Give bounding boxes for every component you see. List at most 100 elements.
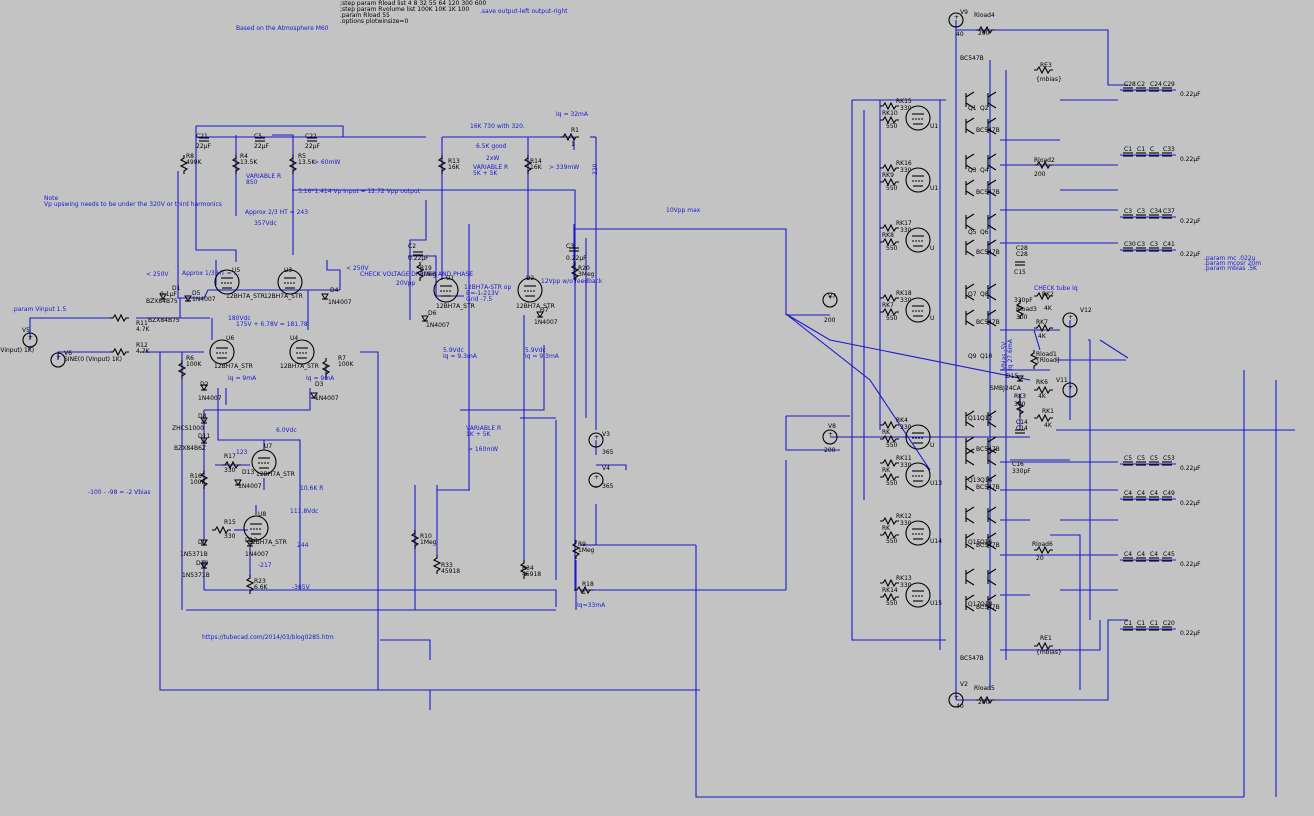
param-right-3: .param mbias .5K [1204,265,1258,272]
r5-resistor [288,155,298,174]
label-re1: RE1 [1040,635,1052,642]
label-r16: R16 [190,473,202,480]
value-rk2: 4K [1044,305,1053,312]
svg-text:+: + [1068,384,1073,391]
label-r17: R17 [224,453,236,460]
rload2-res [1034,160,1053,170]
d5-diode [184,295,192,302]
output-u-7: U14 [930,538,942,545]
n365: -365V [292,584,311,591]
label-v9: V9 [960,9,968,16]
label-rload6: Rload6 [1032,541,1053,548]
value-d13: 1N4007 [238,483,262,490]
output-tube-3 [905,227,931,253]
rk-bot-value-7: 550 [886,538,898,545]
value-v3: 365 [602,449,614,456]
bank-5-value: 0.22µF [1180,465,1201,472]
rk-bot-label-1: RK10 [882,110,898,117]
part-label-6: BC547B [976,484,1000,491]
param-right-1: .param mc .022u [1204,255,1256,262]
rk-bot-2 [880,177,899,187]
rk-top-value-3: 330 [900,227,912,234]
q-label-6: Q6 [980,229,989,236]
rk-top-label-8: RK13 [896,575,912,582]
bank-4-label-4: C41 [1163,241,1175,248]
value-r4: 13.5K [240,159,258,166]
label-rk7: RK7 [1036,319,1048,326]
rload6-res [1034,545,1053,555]
label-d15: D15 [1006,373,1018,380]
q-label-4: Q4 [980,167,989,174]
output-u-2: U1 [930,185,938,192]
rk-bot-value-2: 550 [886,185,898,192]
value-r33: 45918 [441,568,460,575]
label-r4: R4 [240,153,248,160]
vp12: 12Vpp w/o feedback [541,278,603,285]
svg-text:1K + 5K: 1K + 5K [466,431,491,438]
directive-4: .options plotwinsize=0 [340,18,408,25]
value-r8: 499K [186,159,202,166]
vdc-u1: 5.9Vdc [443,347,464,354]
value-r19: 3Meg [420,271,437,278]
label-d1: D1 [172,285,181,292]
rload1-res [1029,350,1039,369]
label-v5: V5 [22,327,30,334]
label-rload4: Rload4 [974,12,995,19]
label-r11: R11 [136,320,148,327]
value-u2: 12BH7A_STR [516,303,555,310]
value-re3: {mbias} [1036,76,1062,83]
bank-4-value: 0.22µF [1180,251,1201,258]
value-d1: 0.1µF [160,291,177,298]
q-label-8: Q8 [980,291,989,298]
value-u8: 12BH7A_STR [248,539,287,546]
label-r18: R18 [582,581,594,588]
label-rload5: Rload5 [974,685,995,692]
rk-top-1 [880,101,899,111]
label-rload2: Rload2 [1034,157,1055,164]
u1-op: 12BH7A-STR op [464,284,511,291]
value-d7: 1N4007 [534,319,558,326]
v7-source [822,292,838,308]
value-r17: 330 [224,467,236,474]
bank-2-label-3: C [1150,146,1154,153]
r10-resistor [410,530,420,549]
value-rload1: {Rload} [1036,357,1061,364]
q-label-7: Q7 [968,291,977,298]
bank-5-label-4: C53 [1163,455,1175,462]
bank-3-label-1: C3 [1124,208,1132,215]
svg-text:+: + [954,694,959,701]
rk-top-value-4: 330 [900,297,912,304]
value-u1: 12BH7A_STR [436,303,475,310]
rk-bot-value-8: 550 [886,600,898,607]
rload4-res [976,25,995,35]
output-tube-7 [905,520,931,546]
value-r34: 45918 [522,571,541,578]
var-r-850: VARIABLE R [246,173,281,180]
v2-source [948,692,964,708]
param-right-2: .param mcosr 20m [1204,260,1261,267]
svg-text:Iq 27.6mA: Iq 27.6mA [1007,338,1014,370]
value-u4: 12BH7A_STR [280,363,319,370]
output-tube-8 [905,582,931,608]
rk-top-value-6: 330 [900,462,912,469]
d4-diode [321,293,329,300]
rk-bot-8 [880,592,899,602]
directive-1: ;step param Rload list 4 8 32 55 64 120 … [340,0,486,7]
label-d8: D8 [198,413,207,420]
value-v6: SINE(0 (Vinput) 1K) [64,356,122,363]
bank-8-label-2: C1 [1137,620,1145,627]
value-v8: 200 [824,447,836,454]
label-c2: C2 [408,243,416,250]
label-u8: U8 [258,511,266,518]
q-label-3: Q3 [968,167,977,174]
label-rload3: Rload3 [1016,306,1037,313]
label-r6: R6 [186,355,194,362]
sum-line: 175V + 6.78V = 181.78 [236,321,308,328]
bank-6-label-1: C4 [1124,490,1132,497]
rk-top-6 [880,458,899,468]
q-label-2: Q2 [980,105,989,112]
value-c21: 22µF [196,143,211,150]
bank-1-label-1: C28 [1124,81,1136,88]
